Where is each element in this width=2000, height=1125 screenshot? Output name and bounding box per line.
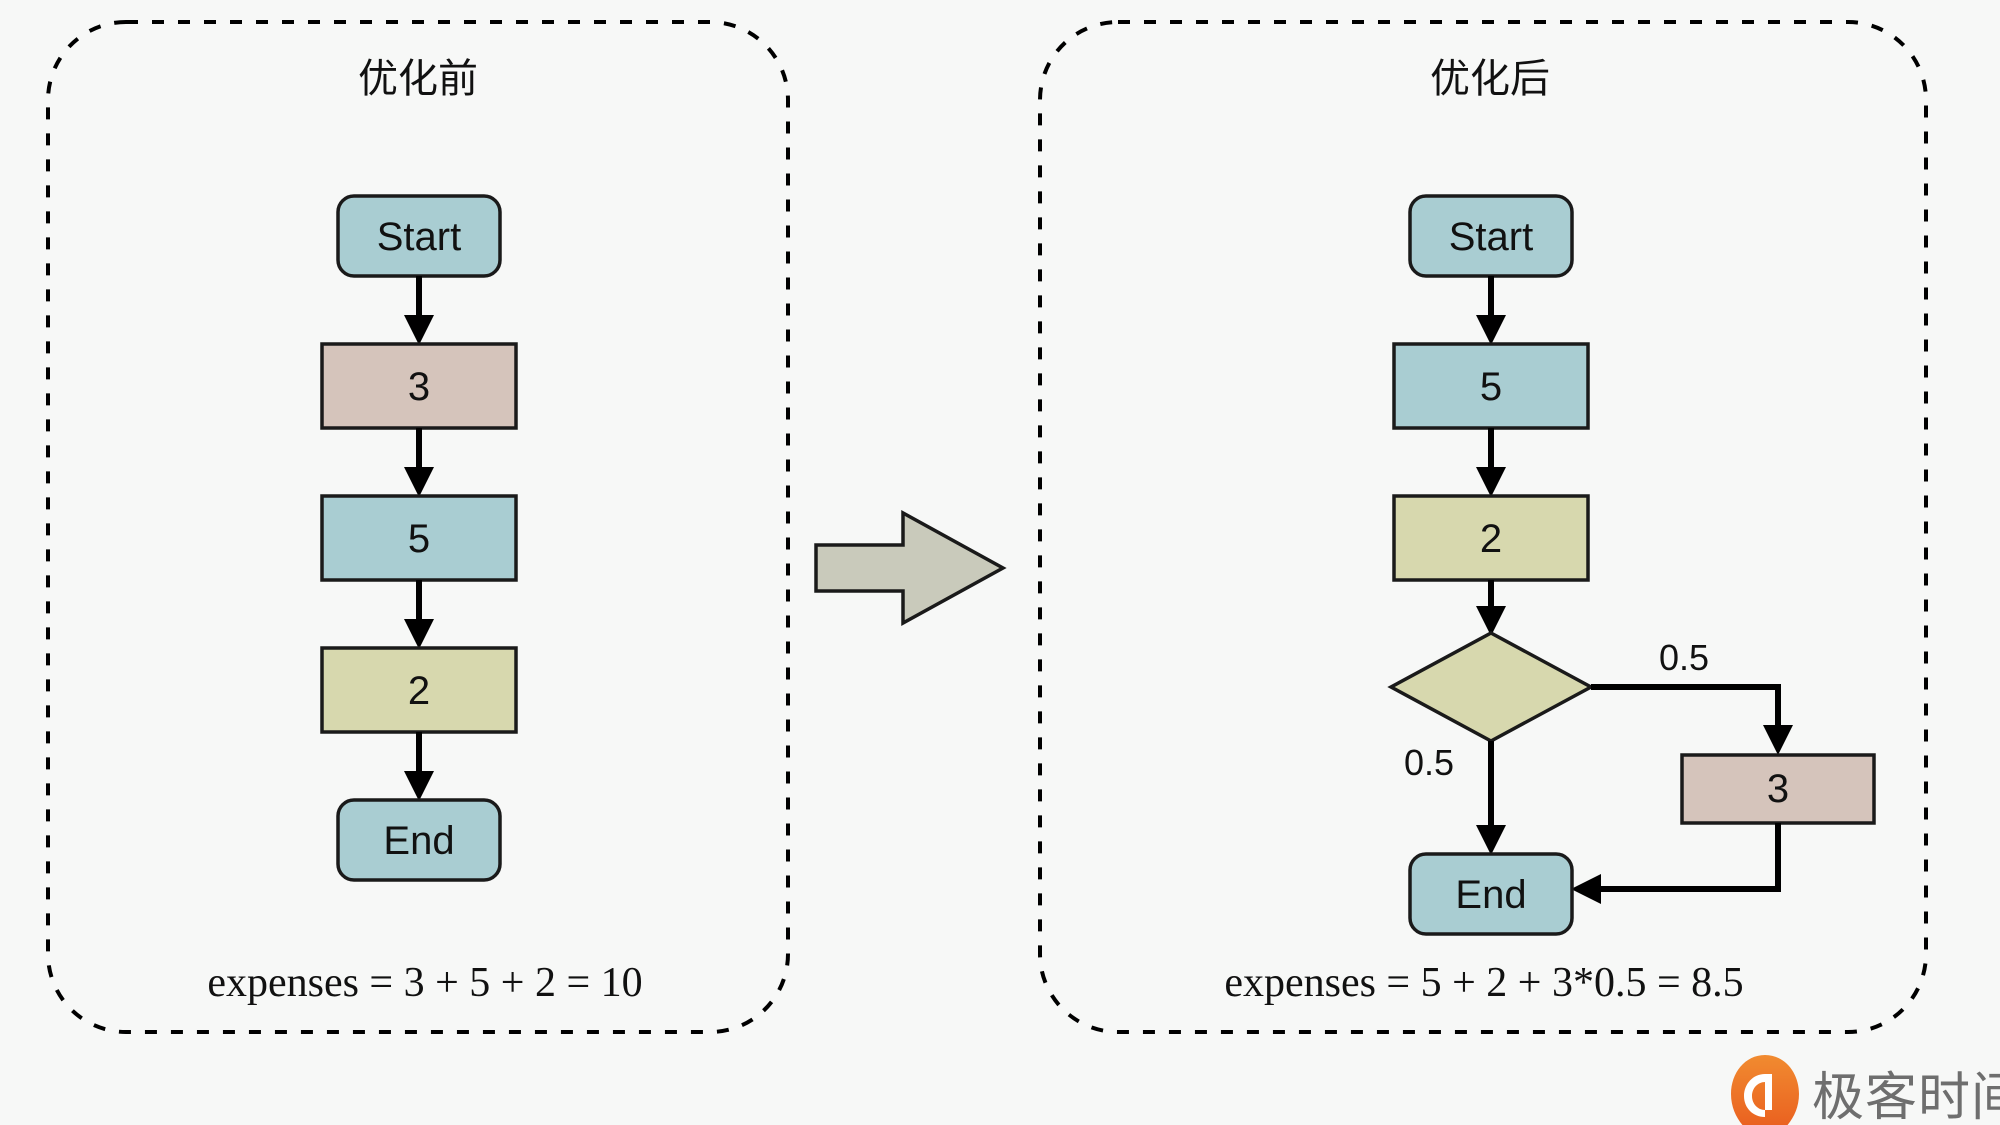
- edge-decision-to-3: [1591, 684, 1793, 756]
- node-before-3[interactable]: 3: [320, 342, 518, 430]
- edge-label-decision-to-end: 0.5: [1404, 742, 1454, 783]
- node-label: End: [383, 819, 454, 863]
- panel-before: 优化前 Start 3 5 2 End expenses =: [46, 20, 790, 1034]
- node-after-end[interactable]: End: [1408, 852, 1574, 936]
- node-after-start[interactable]: Start: [1408, 194, 1574, 278]
- geektime-logo-icon: [1731, 1055, 1799, 1125]
- panel-before-title: 优化前: [358, 57, 478, 101]
- panel-after-formula: expenses = 5 + 2 + 3*0.5 = 8.5: [1224, 960, 1743, 1006]
- block-arrow-right-icon: [814, 510, 1007, 626]
- node-after-3[interactable]: 3: [1680, 753, 1876, 825]
- node-label: 5: [408, 517, 430, 561]
- node-label: 2: [408, 669, 430, 713]
- node-shape-rounded-rect: [1408, 852, 1574, 936]
- node-label: 3: [408, 365, 430, 409]
- node-shape-rounded-rect: [336, 798, 502, 882]
- panel-after: 优化后 Start 5 2 0.5 3: [1038, 20, 1928, 1034]
- node-label: Start: [377, 215, 461, 259]
- node-label: 2: [1480, 517, 1502, 561]
- node-shape-rect: [320, 342, 518, 430]
- watermark: 极客时间: [1731, 1055, 2000, 1125]
- node-shape-rect: [1392, 494, 1590, 582]
- node-label: 5: [1480, 365, 1502, 409]
- panel-after-title: 优化后: [1430, 57, 1550, 101]
- transition-arrow: [814, 510, 1007, 626]
- node-before-5[interactable]: 5: [320, 494, 518, 582]
- node-after-5[interactable]: 5: [1392, 342, 1590, 430]
- node-label: End: [1455, 873, 1526, 917]
- node-after-2[interactable]: 2: [1392, 494, 1590, 582]
- panel-before-formula: expenses = 3 + 5 + 2 = 10: [207, 960, 642, 1006]
- node-before-2[interactable]: 2: [320, 646, 518, 734]
- node-shape-rect: [1392, 342, 1590, 430]
- watermark-text: 极客时间: [1812, 1069, 2000, 1125]
- node-shape-rect: [320, 494, 518, 582]
- node-label: 3: [1767, 767, 1789, 811]
- edge-label-decision-to-3: 0.5: [1659, 637, 1709, 678]
- node-before-start[interactable]: Start: [336, 194, 502, 278]
- node-label: Start: [1449, 215, 1533, 259]
- node-before-end[interactable]: End: [336, 798, 502, 882]
- edge-3-to-end: [1570, 823, 1781, 904]
